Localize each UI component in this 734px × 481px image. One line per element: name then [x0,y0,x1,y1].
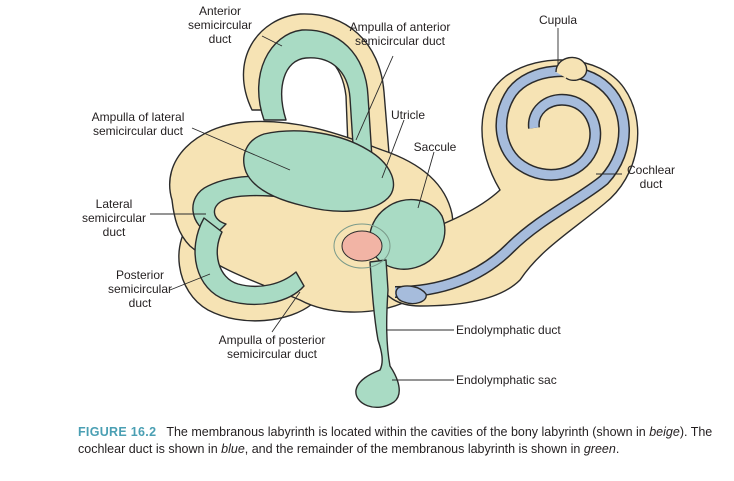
cupula-shape [555,56,588,82]
label-anterior-semicircular-duct: Anterior semicircular duct [187,4,252,46]
label-ampulla-of-lateral-semicircular-duct: Ampulla of lateral semicircular duct [91,110,185,138]
label-ampulla-of-posterior-semicircular-duct: Ampulla of posterior semicircular duct [218,333,326,361]
label-cochlear-duct: Cochlear duct [626,163,676,191]
label-posterior-semicircular-duct: Posterior semicircular duct [107,268,172,310]
label-lateral-semicircular-duct: Lateral semicircular duct [81,197,146,239]
leader-lines [150,28,622,381]
label-cupula: Cupula [538,13,578,27]
figure-number: FIGURE 16.2 [78,425,157,439]
label-endolymphatic-duct: Endolymphatic duct [456,323,561,337]
label-ampulla-of-anterior-semicircular-duct: Ampulla of anterior semicircular duct [349,20,451,48]
membranous-labyrinth [192,29,446,408]
label-endolymphatic-sac: Endolymphatic sac [456,373,557,387]
label-utricle: Utricle [390,108,425,122]
maculae [333,223,391,269]
label-saccule: Saccule [413,140,457,154]
cochlear-duct-shape [394,65,630,298]
